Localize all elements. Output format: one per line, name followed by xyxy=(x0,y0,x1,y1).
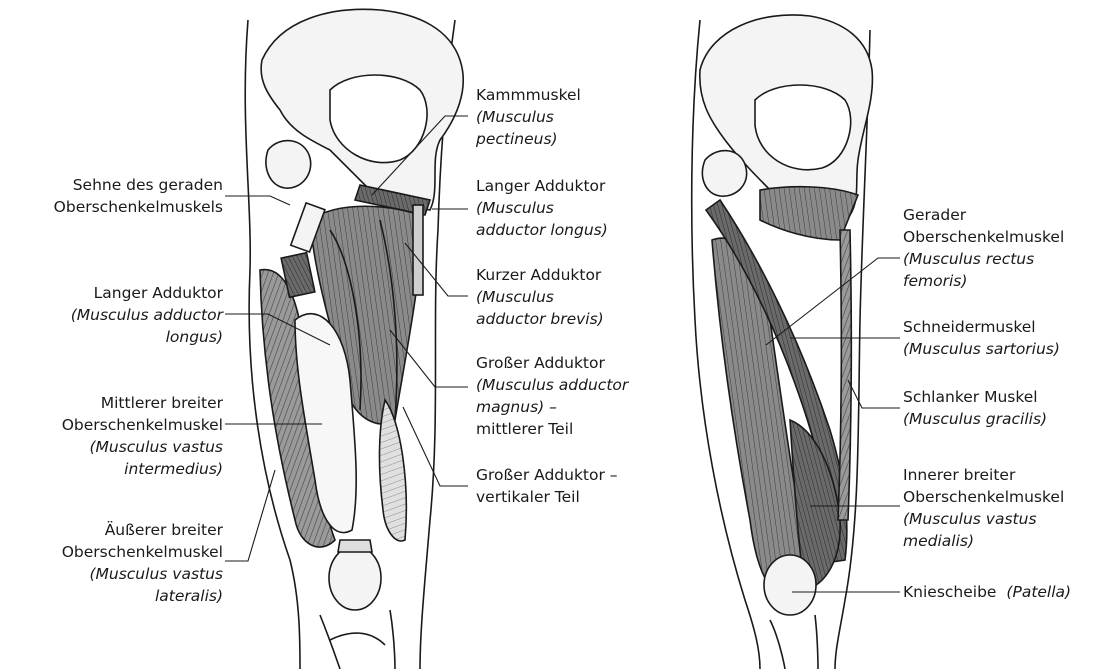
label-latin: (Musculus xyxy=(476,286,604,308)
label-latin: (Musculus adductor xyxy=(71,304,223,326)
label-grosser-adduktor-mittel: Großer Adduktor (Musculus adductor magnu… xyxy=(476,352,628,440)
label-text: Oberschenkelmuskels xyxy=(54,196,223,218)
leader-gracilis xyxy=(848,380,900,408)
label-latin: adductor brevis) xyxy=(476,308,604,330)
label-latin: (Musculus xyxy=(476,106,581,128)
label-text: Mittlerer breiter xyxy=(62,392,223,414)
label-text: Großer Adduktor xyxy=(476,352,628,374)
label-gracilis: Schlanker Muskel (Musculus gracilis) xyxy=(903,386,1047,430)
label-latin: (Musculus vastus xyxy=(62,436,223,458)
label-grosser-adduktor-vertikal: Großer Adduktor – vertikaler Teil xyxy=(476,464,618,508)
label-text: vertikaler Teil xyxy=(476,486,618,508)
label-text: Oberschenkelmuskel xyxy=(62,541,223,563)
label-text: Langer Adduktor xyxy=(71,282,223,304)
label-text: Sehne des geraden xyxy=(54,174,223,196)
label-latin: adductor longus) xyxy=(476,219,608,241)
label-text: Innerer breiter xyxy=(903,464,1064,486)
label-latin: (Musculus gracilis) xyxy=(903,408,1047,430)
label-latin: (Musculus vastus xyxy=(903,508,1064,530)
label-text: Gerader xyxy=(903,204,1064,226)
label-text: Kurzer Adduktor xyxy=(476,264,604,286)
label-latin: magnus) – xyxy=(476,396,628,418)
label-latin: pectineus) xyxy=(476,128,581,150)
label-latin: (Musculus xyxy=(476,197,608,219)
label-text: Kniescheibe xyxy=(903,583,996,601)
label-text: Kammmuskel xyxy=(476,84,581,106)
label-latin: (Patella) xyxy=(1006,583,1071,601)
label-latin: (Musculus rectus xyxy=(903,248,1064,270)
label-latin: femoris) xyxy=(903,270,1064,292)
label-langer-adduktor-left: Langer Adduktor (Musculus adductor longu… xyxy=(71,282,223,348)
label-text: Schlanker Muskel xyxy=(903,386,1047,408)
label-vastus-medialis: Innerer breiter Oberschenkelmuskel (Musc… xyxy=(903,464,1064,552)
label-text: Oberschenkelmuskel xyxy=(903,226,1064,248)
label-kammmuskel: Kammmuskel (Musculus pectineus) xyxy=(476,84,581,150)
label-latin: lateralis) xyxy=(62,585,223,607)
label-latin: longus) xyxy=(71,326,223,348)
label-latin: intermedius) xyxy=(62,458,223,480)
label-latin: (Musculus vastus xyxy=(62,563,223,585)
label-text: Großer Adduktor – xyxy=(476,464,618,486)
label-text: Schneidermuskel xyxy=(903,316,1060,338)
label-sartorius: Schneidermuskel (Musculus sartorius) xyxy=(903,316,1060,360)
label-kurzer-adduktor: Kurzer Adduktor (Musculus adductor brevi… xyxy=(476,264,604,330)
label-sehne-rectus: Sehne des geraden Oberschenkelmuskels xyxy=(54,174,223,218)
label-text: mittlerer Teil xyxy=(476,418,628,440)
label-text: Langer Adduktor xyxy=(476,175,608,197)
label-latin: (Musculus sartorius) xyxy=(903,338,1060,360)
leader-sehne xyxy=(225,196,290,205)
label-langer-adduktor-mid: Langer Adduktor (Musculus adductor longu… xyxy=(476,175,608,241)
label-latin: medialis) xyxy=(903,530,1064,552)
left-thigh-illustration xyxy=(245,9,463,669)
label-patella: Kniescheibe (Patella) xyxy=(903,581,1071,603)
label-text: Äußerer breiter xyxy=(62,519,223,541)
label-text: Oberschenkelmuskel xyxy=(903,486,1064,508)
label-vastus-intermedius: Mittlerer breiter Oberschenkelmuskel (Mu… xyxy=(62,392,223,480)
label-latin: (Musculus adductor xyxy=(476,374,628,396)
label-vastus-lateralis: Äußerer breiter Oberschenkelmuskel (Musc… xyxy=(62,519,223,607)
right-thigh-illustration xyxy=(692,15,873,669)
label-rectus-femoris: Gerader Oberschenkelmuskel (Musculus rec… xyxy=(903,204,1064,292)
label-text: Oberschenkelmuskel xyxy=(62,414,223,436)
